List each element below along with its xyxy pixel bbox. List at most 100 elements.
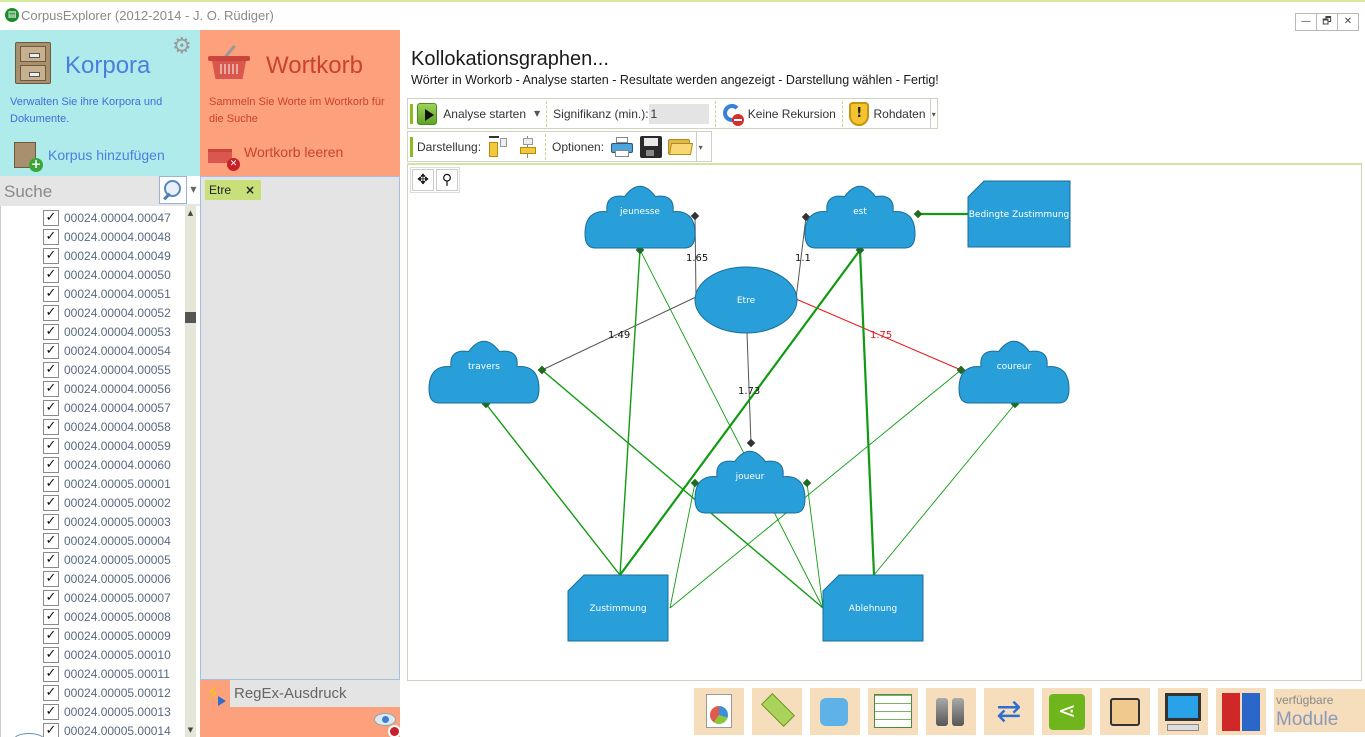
graph-edge-ablehnung-coureur[interactable] [873, 403, 1016, 576]
graph-node-zustimmung[interactable]: Zustimmung [567, 574, 669, 642]
clear-basket-icon[interactable]: ✕ [208, 143, 240, 171]
scroll-up-icon[interactable]: ▲ [187, 209, 194, 217]
toolbar-grip[interactable] [410, 103, 413, 124]
play-icon[interactable] [416, 102, 438, 125]
document-list-item[interactable]: ✓00024.00004.00056 [43, 379, 171, 398]
lightning-icon[interactable]: ⚡ [202, 682, 228, 706]
hide-eye-icon[interactable] [374, 710, 401, 737]
graph-node-travers[interactable]: travers [428, 340, 540, 404]
document-list-item[interactable]: ✓00024.00004.00048 [43, 227, 171, 246]
document-list-item[interactable]: ✓00024.00005.00009 [43, 626, 171, 645]
document-list-item[interactable]: ✓00024.00004.00060 [43, 455, 171, 474]
module-button-share[interactable]: ⋖ [1042, 688, 1092, 735]
graph-edge-zustimmung-jeunesse[interactable] [619, 249, 641, 576]
minimize-button[interactable]: — [1295, 13, 1317, 31]
toolbar-grip[interactable] [410, 136, 413, 157]
document-list-item[interactable]: ✓00024.00004.00053 [43, 322, 171, 341]
document-list-item[interactable]: ✓00024.00004.00059 [43, 436, 171, 455]
document-list-item[interactable]: ✓00024.00004.00054 [43, 341, 171, 360]
document-checkbox[interactable]: ✓ [43, 323, 59, 340]
analyse-start-button[interactable]: Analyse starten [443, 106, 527, 121]
graph-node-est[interactable]: est [804, 185, 916, 249]
document-checkbox[interactable]: ✓ [43, 437, 59, 454]
gear-icon[interactable]: ⚙ [172, 34, 192, 59]
document-list-item[interactable]: ✓00024.00004.00047 [43, 208, 171, 227]
zoom-icon[interactable]: ⚲ [436, 169, 458, 191]
document-list-item[interactable]: ✓00024.00005.00013 [43, 702, 171, 721]
scroll-down-icon[interactable]: ▼ [187, 726, 194, 734]
document-checkbox[interactable]: ✓ [43, 608, 59, 625]
printer-icon[interactable] [610, 136, 634, 158]
regex-input[interactable]: RegEx-Ausdruck [230, 680, 400, 707]
rawdata-button[interactable]: Rohdaten [873, 106, 926, 121]
korpora-title[interactable]: Korpora [65, 52, 151, 79]
significance-input[interactable] [648, 103, 709, 124]
graph-node-ablehnung[interactable]: Ablehnung [822, 574, 924, 642]
layout-tree-icon[interactable] [487, 135, 509, 158]
graph-node-coureur[interactable]: coureur [958, 340, 1070, 404]
scroll-thumb[interactable] [185, 312, 196, 323]
document-checkbox[interactable]: ✓ [43, 399, 59, 416]
document-checkbox[interactable]: ✓ [43, 456, 59, 473]
restore-button[interactable]: 🗗 [1316, 13, 1338, 31]
document-list-item[interactable]: ✓00024.00004.00052 [43, 303, 171, 322]
document-list-item[interactable]: ✓00024.00005.00003 [43, 512, 171, 531]
document-checkbox[interactable]: ✓ [43, 361, 59, 378]
toolbar-overflow-icon[interactable]: ▾ [696, 132, 704, 161]
graph-node-joueur[interactable]: joueur [694, 450, 806, 514]
document-list[interactable]: ✓00024.00004.00047✓00024.00004.00048✓000… [0, 206, 200, 737]
save-icon[interactable] [640, 135, 663, 158]
document-checkbox[interactable]: ✓ [43, 570, 59, 587]
toolbar-overflow-icon[interactable]: ▾ [929, 99, 937, 128]
document-checkbox[interactable]: ✓ [43, 418, 59, 435]
document-checkbox[interactable]: ✓ [43, 551, 59, 568]
graph-edge-etre-est[interactable] [795, 216, 807, 300]
document-checkbox[interactable]: ✓ [43, 475, 59, 492]
module-button-table[interactable] [868, 688, 918, 735]
graph-edge-zustimmung-coureur[interactable] [669, 369, 962, 609]
document-checkbox[interactable]: ✓ [43, 722, 59, 737]
document-list-item[interactable]: ✓00024.00004.00055 [43, 360, 171, 379]
no-recursion-button[interactable]: Keine Rekursion [747, 106, 836, 121]
graph-edge-ablehnung-travers[interactable] [541, 369, 824, 609]
close-button[interactable]: ✕ [1337, 13, 1359, 31]
shield-warning-icon[interactable]: ! [848, 101, 870, 126]
document-checkbox[interactable]: ✓ [43, 684, 59, 701]
layout-center-icon[interactable] [517, 135, 539, 158]
search-label[interactable]: Suche [4, 182, 53, 201]
document-list-item[interactable]: ✓00024.00005.00006 [43, 569, 171, 588]
graph-edge-zustimmung-joueur[interactable] [669, 482, 696, 609]
document-checkbox[interactable]: ✓ [43, 532, 59, 549]
graph-node-etre[interactable]: Etre [694, 266, 798, 334]
document-list-item[interactable]: ✓00024.00004.00051 [43, 284, 171, 303]
module-button-chart-report[interactable] [694, 688, 744, 735]
document-list-item[interactable]: ✓00024.00004.00050 [43, 265, 171, 284]
module-button-tag[interactable] [752, 688, 802, 735]
add-corpus-button[interactable]: Korpus hinzufügen [48, 147, 165, 163]
document-list-item[interactable]: ✓00024.00005.00008 [43, 607, 171, 626]
module-button-export[interactable] [1216, 688, 1266, 735]
document-checkbox[interactable]: ✓ [43, 304, 59, 321]
document-checkbox[interactable]: ✓ [43, 342, 59, 359]
document-checkbox[interactable]: ✓ [43, 513, 59, 530]
document-list-item[interactable]: ✓00024.00004.00049 [43, 246, 171, 265]
graph-edge-ablehnung-est[interactable] [858, 249, 876, 576]
graph-edge-etre-joueur[interactable] [746, 332, 752, 444]
document-list-item[interactable]: ✓00024.00005.00007 [43, 588, 171, 607]
document-checkbox[interactable]: ✓ [43, 703, 59, 720]
graph-node-jeunesse[interactable]: jeunesse [584, 185, 696, 249]
available-modules-button[interactable]: verfügbare Module [1274, 689, 1365, 732]
graph-edge-ablehnung-jeunesse[interactable] [639, 249, 824, 609]
graph-edge-zustimmung-travers[interactable] [485, 403, 621, 576]
document-checkbox[interactable]: ✓ [43, 247, 59, 264]
document-checkbox[interactable]: ✓ [43, 627, 59, 644]
document-list-item[interactable]: ✓00024.00005.00010 [43, 645, 171, 664]
document-list-item[interactable]: ✓00024.00005.00004 [43, 531, 171, 550]
search-dropdown-icon[interactable]: ▼ [187, 176, 200, 204]
document-list-scrollbar[interactable]: ▲ ▼ [185, 206, 196, 737]
document-checkbox[interactable]: ✓ [43, 266, 59, 283]
open-folder-icon[interactable] [668, 137, 694, 157]
pan-icon[interactable]: ✥ [412, 169, 434, 191]
